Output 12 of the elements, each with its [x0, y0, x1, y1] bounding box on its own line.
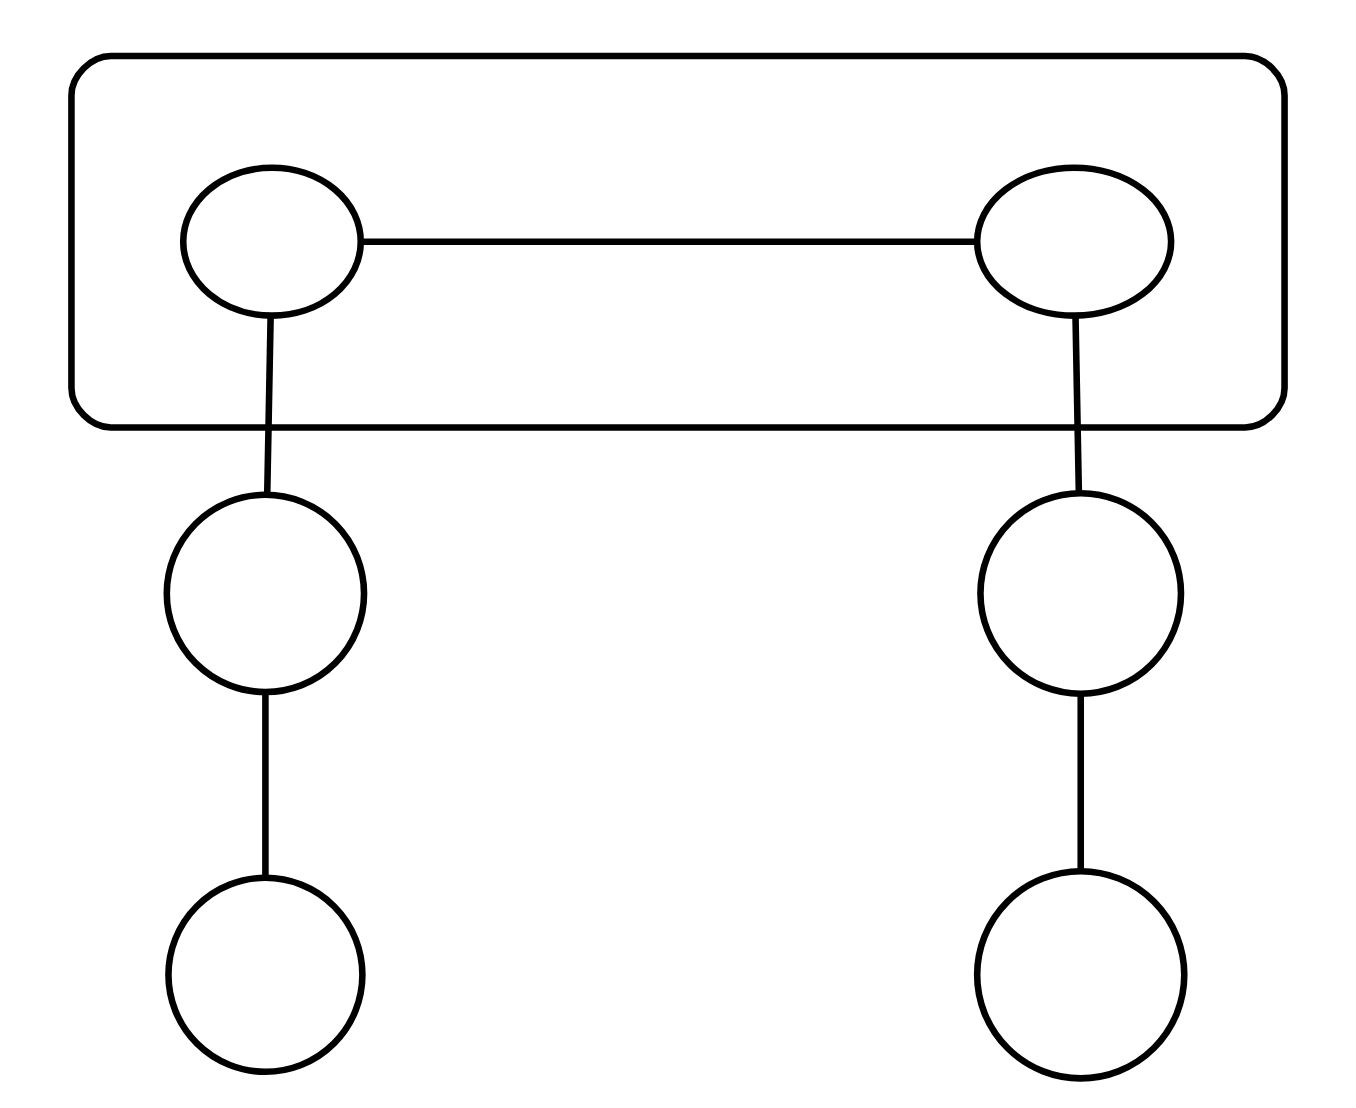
- node-circle: [163, 491, 368, 696]
- node-circle: [165, 874, 366, 1076]
- cluster: [68, 52, 1288, 431]
- node-circle: [973, 867, 1188, 1082]
- node-ellipse: [973, 164, 1175, 319]
- connector: [1077, 694, 1084, 871]
- node-circle: [977, 489, 1185, 697]
- connector: [262, 692, 269, 878]
- connector: [263, 315, 274, 495]
- node-ellipse: [179, 164, 365, 319]
- connector: [1072, 315, 1083, 493]
- connector: [361, 238, 977, 245]
